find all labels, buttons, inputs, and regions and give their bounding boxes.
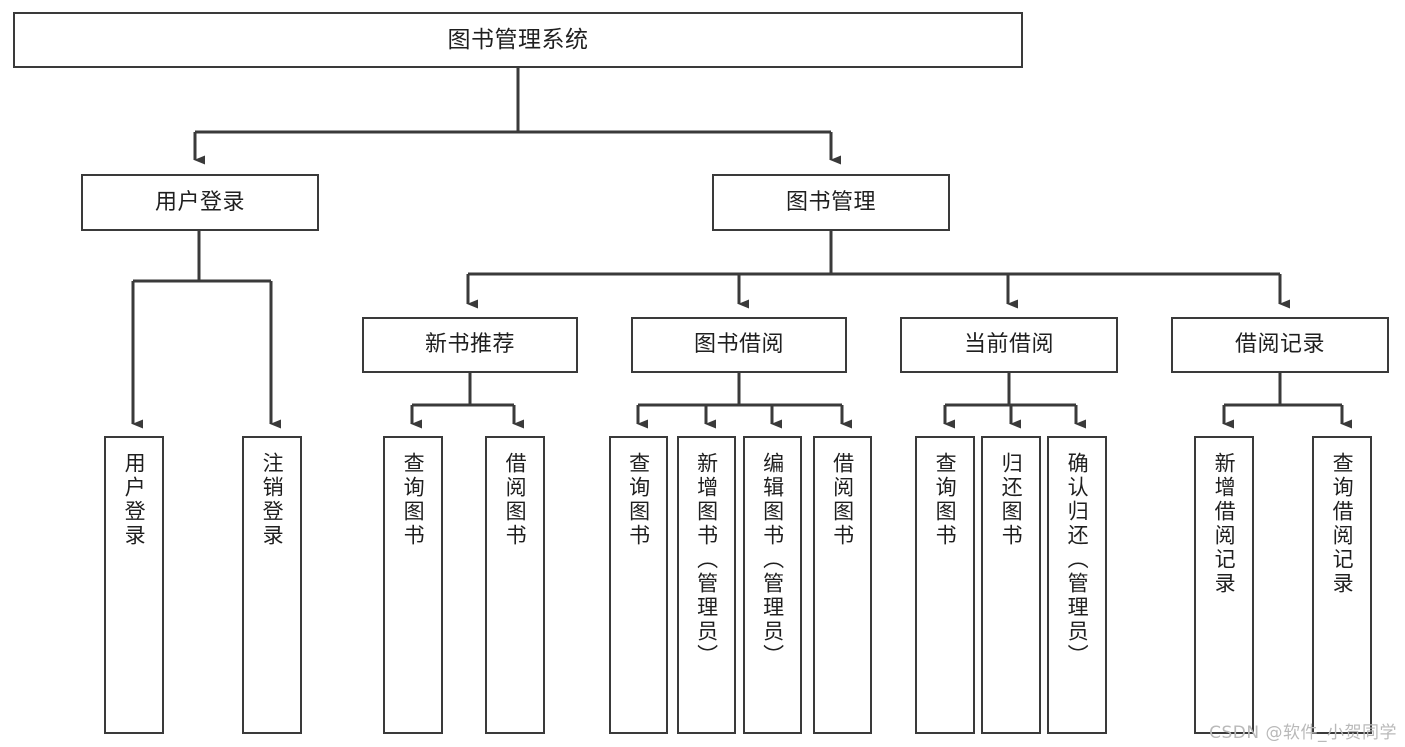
- node-leaf-edit-book[interactable]: 编辑图书（管理员）: [743, 436, 802, 734]
- node-book-management[interactable]: 图书管理: [712, 174, 950, 231]
- node-leaf-logout-label: 注销登录: [260, 452, 285, 548]
- node-leaf-confirm-return-label: 确认归还（管理员）: [1065, 452, 1090, 668]
- node-leaf-add-record[interactable]: 新增借阅记录: [1194, 436, 1254, 734]
- node-user-login[interactable]: 用户登录: [81, 174, 319, 231]
- node-borrow-record[interactable]: 借阅记录: [1171, 317, 1389, 373]
- node-root-label: 图书管理系统: [447, 26, 589, 53]
- node-leaf-query-book-3[interactable]: 查询图书: [915, 436, 975, 734]
- node-leaf-logout[interactable]: 注销登录: [242, 436, 302, 734]
- node-new-book-recommend-label: 新书推荐: [424, 332, 515, 358]
- csdn-watermark: CSDN @软件_小贺同学: [1209, 723, 1397, 743]
- node-leaf-return-book[interactable]: 归还图书: [981, 436, 1041, 734]
- node-leaf-borrow-book-2[interactable]: 借阅图书: [813, 436, 872, 734]
- node-leaf-query-book-2-label: 查询图书: [626, 452, 651, 548]
- node-leaf-query-record-label: 查询借阅记录: [1330, 452, 1355, 596]
- node-new-book-recommend[interactable]: 新书推荐: [362, 317, 578, 373]
- node-leaf-return-book-label: 归还图书: [999, 452, 1024, 548]
- node-leaf-query-book-1[interactable]: 查询图书: [383, 436, 443, 734]
- node-leaf-edit-book-label: 编辑图书（管理员）: [760, 452, 785, 668]
- node-leaf-user-login-label: 用户登录: [122, 452, 147, 548]
- node-leaf-query-record[interactable]: 查询借阅记录: [1312, 436, 1372, 734]
- node-leaf-borrow-book-1-label: 借阅图书: [503, 452, 528, 548]
- node-book-borrow-label: 图书借阅: [693, 332, 784, 358]
- node-leaf-add-record-label: 新增借阅记录: [1212, 452, 1237, 596]
- node-leaf-query-book-3-label: 查询图书: [933, 452, 958, 548]
- node-leaf-user-login[interactable]: 用户登录: [104, 436, 164, 734]
- node-borrow-record-label: 借阅记录: [1234, 332, 1325, 358]
- node-root[interactable]: 图书管理系统: [13, 12, 1023, 68]
- node-leaf-borrow-book-1[interactable]: 借阅图书: [485, 436, 545, 734]
- node-leaf-confirm-return[interactable]: 确认归还（管理员）: [1047, 436, 1107, 734]
- node-leaf-add-book-label: 新增图书（管理员）: [694, 452, 719, 668]
- node-leaf-query-book-1-label: 查询图书: [401, 452, 426, 548]
- node-current-borrow[interactable]: 当前借阅: [900, 317, 1118, 373]
- node-leaf-add-book[interactable]: 新增图书（管理员）: [677, 436, 736, 734]
- node-leaf-borrow-book-2-label: 借阅图书: [830, 452, 855, 548]
- node-current-borrow-label: 当前借阅: [963, 332, 1054, 358]
- node-book-management-label: 图书管理: [785, 189, 876, 215]
- node-book-borrow[interactable]: 图书借阅: [631, 317, 847, 373]
- node-leaf-query-book-2[interactable]: 查询图书: [609, 436, 668, 734]
- node-user-login-label: 用户登录: [154, 189, 245, 215]
